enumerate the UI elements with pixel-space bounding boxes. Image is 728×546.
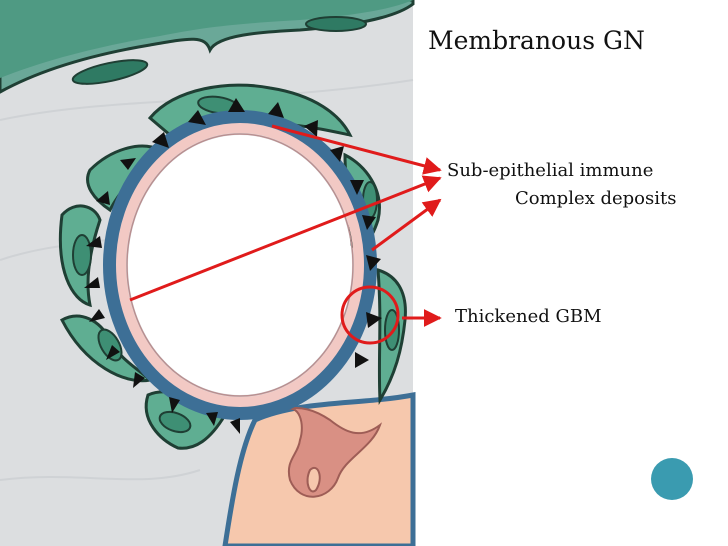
deposit: [350, 180, 364, 195]
deposit: [188, 110, 206, 125]
parietal-cytoplasm: [0, 0, 413, 78]
slide-accent-dot: [651, 458, 693, 500]
deposit: [366, 255, 381, 271]
deposit: [366, 312, 382, 328]
deposit: [120, 158, 136, 170]
deposit: [268, 102, 284, 118]
deposit-label-line2: Complex deposits: [515, 188, 677, 209]
immune-deposits: [84, 98, 382, 434]
podocyte-nucleus: [158, 410, 192, 434]
pointer-arrows: [129, 124, 442, 327]
parietal-nucleus: [71, 59, 149, 85]
deposit: [206, 412, 218, 426]
capillary-lumen: [128, 135, 352, 395]
deposit: [106, 345, 120, 360]
deposit: [355, 352, 369, 368]
arrow-to-deposit-label: [271, 124, 442, 175]
deposit: [133, 372, 145, 388]
deposit: [152, 132, 169, 148]
parietal-nucleus: [305, 16, 367, 32]
endothelial-edge: [126, 133, 354, 397]
gbm-highlight-circle: [340, 285, 400, 345]
endothelial-lining: [116, 123, 364, 407]
slide-title: Membranous GN: [428, 26, 645, 55]
deposit: [96, 191, 110, 205]
mesangial-cell-nucleus: [306, 467, 321, 493]
deposit: [228, 98, 245, 112]
arrow-to-deposit-label: [129, 175, 442, 302]
deposit-label-line1: Sub-epithelial immune: [447, 160, 654, 181]
deposit: [362, 215, 376, 230]
arrow-to-deposit-label: [371, 198, 442, 252]
deposit: [330, 146, 344, 162]
deposit: [304, 120, 318, 137]
deposit: [84, 277, 100, 288]
deposit: [86, 236, 102, 248]
deposit: [89, 309, 105, 322]
deposit: [230, 418, 240, 434]
gbm-label: Thickened GBM: [455, 306, 602, 327]
podocyte-nucleus: [72, 234, 92, 276]
deposit: [169, 397, 180, 413]
